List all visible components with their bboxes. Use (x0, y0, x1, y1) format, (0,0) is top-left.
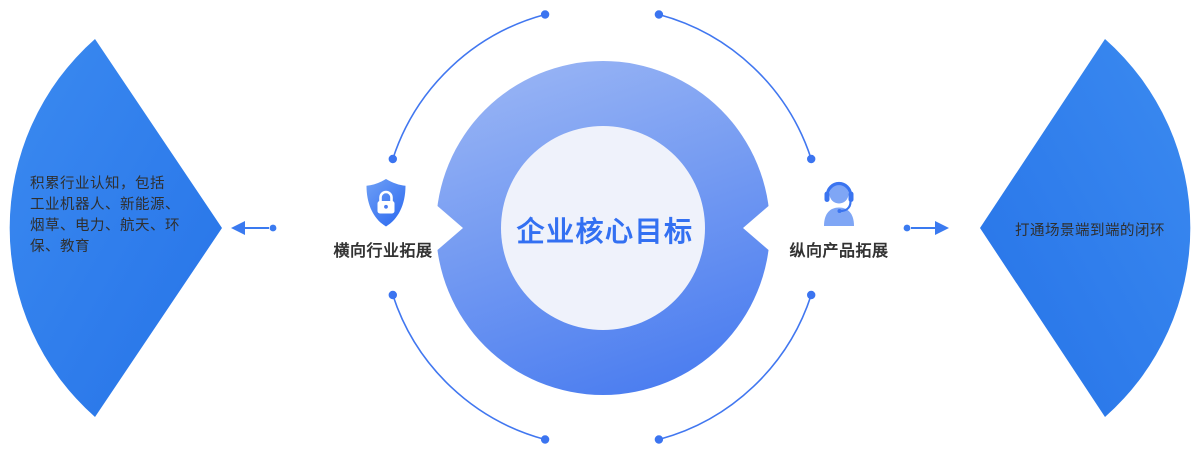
orbit-arc-bottom-right (658, 294, 812, 441)
left-fan-text-line: 积累行业认知，包括 (30, 176, 165, 192)
right-arrow (903, 221, 949, 235)
left-notch-arrow (434, 203, 463, 253)
headset-agent-icon (824, 181, 854, 226)
left-fan-text-line: 保、教育 (30, 239, 90, 255)
left-branch-label: 横向行业拓展 (333, 243, 433, 260)
right-fan-shape (980, 39, 1191, 417)
left-fan-shape (9, 39, 222, 417)
shield-lock-icon (366, 179, 406, 227)
orbit-arc-top-right (658, 13, 812, 160)
left-fan-text-line: 烟草、电力、航天、环 (30, 218, 180, 234)
right-fan-text: 打通场景端到端的闭环 (1015, 223, 1165, 239)
orbit-arcs (392, 13, 812, 441)
core-circle (434, 61, 772, 395)
core-goal-title: 企业核心目标 (516, 216, 694, 247)
left-arrow (231, 221, 277, 235)
left-fan-text: 积累行业认知，包括 工业机器人、新能源、 烟草、电力、航天、环 保、教育 (30, 174, 202, 258)
left-fan-text-line: 工业机器人、新能源、 (30, 197, 180, 213)
orbit-arc-bottom-left (392, 294, 546, 441)
orbit-arc-top-left (392, 13, 546, 160)
right-notch-arrow (743, 203, 772, 253)
right-branch-label: 纵向产品拓展 (789, 243, 889, 260)
orbit-dots (388, 10, 816, 444)
